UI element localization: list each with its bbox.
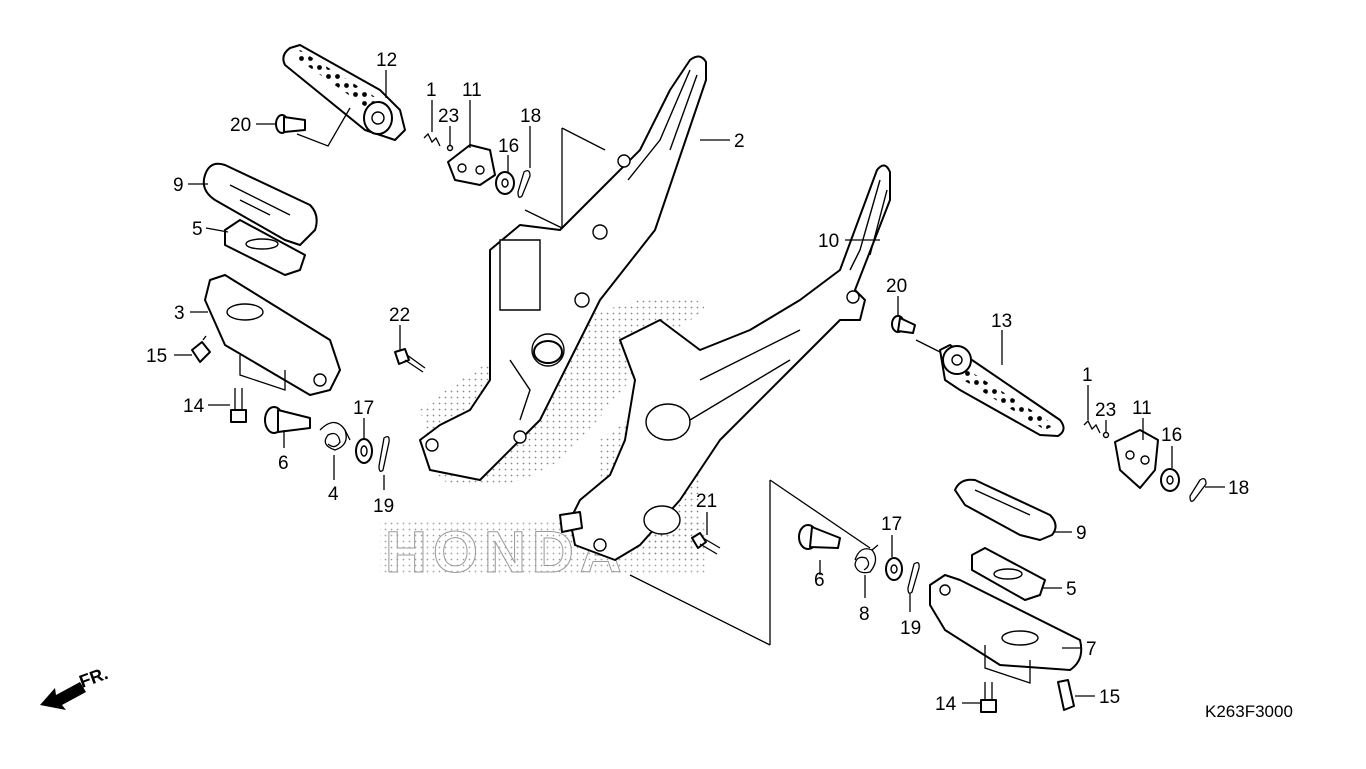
callout-11-right: 11 xyxy=(1132,398,1152,419)
step-holder-left xyxy=(419,55,707,481)
bolt-14-right xyxy=(980,682,997,713)
nut-15-left xyxy=(191,335,211,363)
front-direction-marker: FR. xyxy=(40,663,111,710)
bracket-right xyxy=(971,547,1046,601)
callout-7: 7 xyxy=(1086,639,1097,660)
callout-14-left: 14 xyxy=(183,396,205,417)
diagram-code: K263F3000 xyxy=(1205,702,1293,721)
callout-2: 2 xyxy=(734,131,745,152)
front-label: FR. xyxy=(77,663,111,692)
washer-17-left xyxy=(355,438,373,464)
pin-6-right xyxy=(798,524,841,550)
spring-1-right xyxy=(1083,419,1101,434)
callouts: 12 1 11 23 18 16 20 2 9 5 3 22 15 14 17 … xyxy=(146,50,1249,715)
callout-21: 21 xyxy=(696,491,717,512)
callout-18-right: 18 xyxy=(1228,478,1249,499)
callout-20-left: 20 xyxy=(230,115,251,136)
pin-20-right xyxy=(891,315,916,334)
callout-15-left: 15 xyxy=(146,346,167,367)
callout-11-left: 11 xyxy=(462,80,482,101)
callout-15-right: 15 xyxy=(1099,687,1120,708)
front-arrow-icon xyxy=(40,682,86,710)
callout-22: 22 xyxy=(389,305,410,326)
callout-6-right: 6 xyxy=(814,570,825,591)
rubber-left xyxy=(202,162,318,246)
callout-3: 3 xyxy=(174,303,185,324)
callout-6-left: 6 xyxy=(278,453,289,474)
ball-23-left xyxy=(446,144,454,152)
footpeg-right xyxy=(939,344,1065,437)
spring-8 xyxy=(854,544,879,574)
callout-17-left: 17 xyxy=(353,398,374,419)
washer-17-right xyxy=(885,557,903,581)
callout-4: 4 xyxy=(328,484,339,505)
bolt-14-left xyxy=(230,388,247,423)
callout-9-right: 9 xyxy=(1076,523,1087,544)
footpeg-left xyxy=(282,44,406,141)
cotter-19-left xyxy=(378,436,390,472)
plate-11-right xyxy=(1114,429,1159,489)
spring-1-left xyxy=(423,132,441,147)
washer-16-left xyxy=(495,171,515,195)
ball-23-right xyxy=(1102,431,1110,439)
cotter-18-right xyxy=(1189,478,1207,502)
callout-18-left: 18 xyxy=(520,106,541,127)
callout-10: 10 xyxy=(818,231,839,252)
bracket-left xyxy=(224,219,306,276)
plate-11-left xyxy=(447,144,496,186)
leader-lines xyxy=(174,70,1225,704)
callout-1-left: 1 xyxy=(426,80,437,101)
callout-19-left: 19 xyxy=(373,496,394,517)
rubber-right xyxy=(954,478,1057,541)
callout-23-left: 23 xyxy=(438,106,459,127)
callout-19-right: 19 xyxy=(900,618,921,639)
step-left xyxy=(204,274,341,396)
callout-16-left: 16 xyxy=(498,136,519,157)
callout-5-left: 5 xyxy=(192,219,203,240)
callout-20-right: 20 xyxy=(886,276,907,297)
callout-5-right: 5 xyxy=(1066,579,1077,600)
step-holder-right xyxy=(559,164,891,561)
callout-17-right: 17 xyxy=(881,514,902,535)
callout-23-right: 23 xyxy=(1095,400,1116,421)
callout-13: 13 xyxy=(991,311,1012,332)
callout-16-right: 16 xyxy=(1161,425,1182,446)
callout-8: 8 xyxy=(859,604,870,625)
bolt-22 xyxy=(394,348,426,373)
pin-6-left xyxy=(264,406,311,434)
cotter-19-right xyxy=(907,562,920,594)
cotter-18-left xyxy=(517,170,531,198)
callout-14-right: 14 xyxy=(935,694,957,715)
step-right xyxy=(929,574,1083,671)
bolt-21 xyxy=(691,532,721,555)
pin-20-left xyxy=(275,114,306,134)
callout-1-right: 1 xyxy=(1082,365,1093,386)
spring-4 xyxy=(319,421,351,451)
washer-16-right xyxy=(1160,468,1180,492)
callout-9-left: 9 xyxy=(173,175,184,196)
nut-15-right xyxy=(1057,679,1075,711)
callout-12: 12 xyxy=(376,50,397,71)
